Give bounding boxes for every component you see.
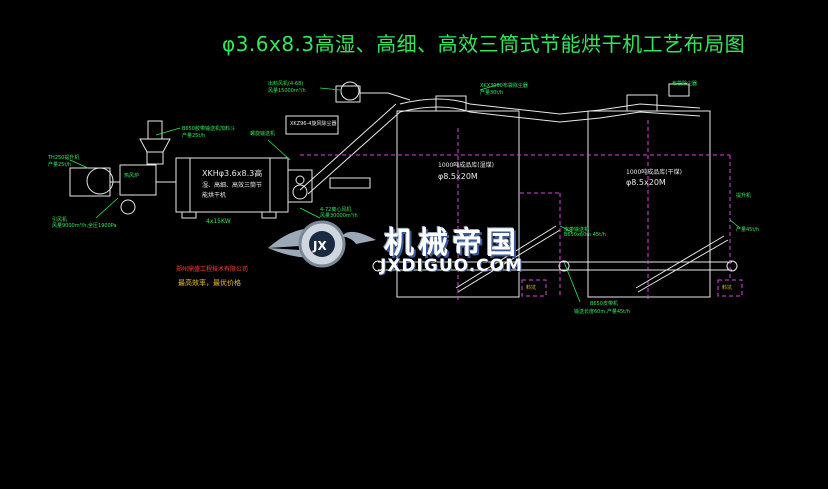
label-top-spec2: 产量30t/h xyxy=(480,90,504,96)
discharge-fan xyxy=(287,169,313,203)
label-slogan: 最高效率，最优价格 xyxy=(178,279,241,287)
label-dryer-spec3: 能烘干机 xyxy=(202,192,227,199)
label-bottom-spec: B650皮带机 xyxy=(590,301,618,307)
label-pit-right: 料坑 xyxy=(722,285,733,291)
label-hopper-spec: B650胶带输送机加料斗 xyxy=(182,126,235,132)
label-motor-spec: 4x15KW xyxy=(206,218,231,225)
label-mid-spec: 皮带输送机 xyxy=(564,227,590,233)
label-silo-right: 1000吨成品库(干煤) xyxy=(626,169,682,176)
label-silo-left-dim: φ8.5x20M xyxy=(438,172,478,181)
dashed-leaders xyxy=(300,120,743,300)
label-dryer-spec2: 湿、高细、高效三筒节 xyxy=(202,182,263,189)
label-right-spec2: 产量45t/h xyxy=(736,227,760,233)
label-feeder-spec: TH250提升机 xyxy=(48,155,80,161)
label-mid-spec2: B650x60m 45t/h xyxy=(564,232,606,238)
label-left-fan-spec: 风量9000m³/h,全压1900Pa xyxy=(52,223,117,229)
dryer-drum xyxy=(156,157,289,219)
label-cyclone-spec: XKZ96-4旋风除尘器 xyxy=(290,121,337,127)
watermark-en: JXDIGUO.COM xyxy=(380,256,524,276)
label-bottom-spec2: 输送长度60m,产量45t/h xyxy=(574,309,630,315)
label-silo-right-dim: φ8.5x20M xyxy=(626,178,666,187)
label-fan-spec2: 风量15000m³/h xyxy=(268,88,306,94)
label-company: 郑州鼎盛工程技术有限公司 xyxy=(176,266,249,273)
watermark-emblem xyxy=(268,220,376,268)
label-furnace: 热风炉 xyxy=(124,173,140,179)
label-pit-left: 料坑 xyxy=(526,285,537,291)
silo-right xyxy=(587,83,711,298)
cyclone xyxy=(285,81,411,135)
label-right-spec: 提升机 xyxy=(736,193,752,199)
label-top-right-spec: 布袋除尘器 xyxy=(672,81,698,87)
label-leaders xyxy=(69,83,741,303)
label-top-spec: XKX3000布袋除尘器 xyxy=(480,83,528,89)
label-screw-spec: 螺旋输送机 xyxy=(250,131,276,137)
inclined-conveyor xyxy=(299,98,701,195)
silo-chutes xyxy=(455,225,729,293)
page-title: φ3.6x8.3高湿、高细、高效三筒式节能烘干机工艺布局图 xyxy=(222,32,746,56)
hopper-unit xyxy=(139,120,171,165)
watermark-emblem-text: JX xyxy=(312,239,327,253)
label-fan2-spec: 4-72离心风机 xyxy=(320,207,352,213)
label-dryer-spec: XKHφ3.6x8.3高 xyxy=(202,169,263,178)
bottom-belt xyxy=(372,260,738,272)
label-fan-spec: 出料风机(4-68) xyxy=(268,81,304,87)
label-hopper-spec2: 产量25t/h xyxy=(182,133,206,139)
label-silo-left: 1000吨成品库(湿煤) xyxy=(438,162,494,169)
watermark-cn: 机械帝国 xyxy=(384,226,520,261)
feeder-unit xyxy=(69,164,157,215)
label-fan2-spec2: 风量30000m³/h xyxy=(320,213,358,219)
label-feeder-spec2: 产量25t/h xyxy=(48,162,72,168)
label-left-fan: 引风机 xyxy=(52,217,68,223)
